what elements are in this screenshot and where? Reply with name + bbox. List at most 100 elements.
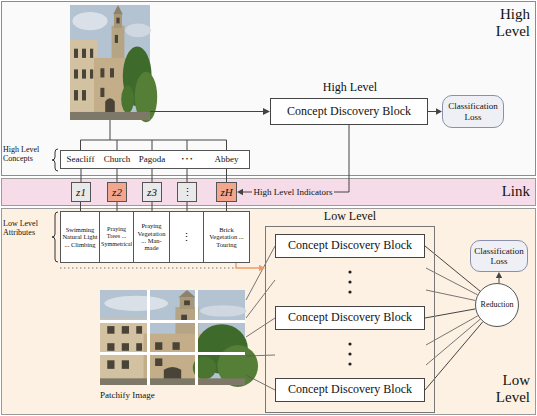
loss-box: Classification Loss bbox=[442, 95, 504, 128]
heading-label: High Level bbox=[478, 6, 530, 40]
attribute-column: Swimming Natural Light ... Climbing bbox=[61, 212, 100, 262]
node-text: zH bbox=[220, 186, 232, 199]
drawing-part bbox=[348, 270, 351, 273]
text-stack: Concept Discovery Block bbox=[285, 105, 413, 119]
attribute-column: ⋮ bbox=[170, 212, 204, 262]
drawing-part bbox=[348, 342, 351, 345]
drawing-part bbox=[100, 352, 245, 355]
drawing-part bbox=[348, 280, 351, 283]
text-stack: Abbey bbox=[213, 154, 241, 164]
drawing-part bbox=[100, 320, 245, 323]
node-text: z3 bbox=[147, 186, 157, 199]
text-stack: z3 bbox=[145, 186, 159, 199]
drawing-part bbox=[117, 140, 118, 150]
node-text: Brick Vegetation ... Touring bbox=[205, 226, 248, 248]
drawing-part bbox=[147, 290, 150, 385]
concept-item: • • • bbox=[170, 151, 204, 168]
text-stack: Concept Discovery Block bbox=[286, 311, 414, 325]
node-text: Concept Discovery Block bbox=[288, 239, 412, 253]
process-box: Concept Discovery Block bbox=[275, 378, 425, 402]
block-container: Low LevelConcept Discovery BlockConcept … bbox=[265, 226, 435, 413]
drawing-part bbox=[348, 290, 351, 293]
text-stack: zH bbox=[218, 186, 234, 199]
drawing-part bbox=[348, 352, 351, 355]
node-text: Concept Discovery Block bbox=[287, 105, 411, 119]
process-box: Concept Discovery Block bbox=[275, 234, 425, 258]
node-text: Concept Discovery Block bbox=[288, 311, 412, 325]
text-stack: Swimming Natural Light ... Climbing bbox=[61, 226, 99, 248]
drawing-part bbox=[195, 290, 198, 385]
heading-label: Low Level Attributes bbox=[3, 220, 51, 238]
text-stack: Reduction bbox=[479, 300, 516, 309]
text-stack: Praying Vegetation ... Man-made bbox=[134, 222, 169, 252]
band: Low LevelLow Level AttributesSwimming Na… bbox=[1, 208, 536, 415]
node-text: Abbey bbox=[215, 154, 239, 164]
connector bbox=[428, 111, 437, 112]
node-text: ⋮ bbox=[182, 186, 193, 199]
drawing-part bbox=[150, 111, 264, 112]
indicator-box: z1 bbox=[71, 182, 91, 202]
node-text: Swimming Natural Light ... Climbing bbox=[62, 226, 98, 248]
drawing-part bbox=[81, 140, 227, 141]
text-stack: Classification Loss bbox=[471, 246, 527, 267]
heading-label: High Level Concepts bbox=[3, 146, 51, 164]
indicator-box: z3 bbox=[142, 182, 162, 202]
process-box: Concept Discovery BlockHigh Level bbox=[270, 98, 428, 125]
node-text: Concept Discovery Block bbox=[288, 383, 412, 397]
drawing-part bbox=[80, 140, 81, 150]
node-text: Church bbox=[104, 154, 131, 164]
text-stack: Classification Loss bbox=[443, 101, 503, 122]
text-stack: z1 bbox=[74, 186, 88, 199]
indicator-box: zH bbox=[216, 182, 237, 202]
concept-item: Seacliff bbox=[61, 151, 100, 168]
concept-row: High Level ConceptsSeacliffChurchPagoda•… bbox=[60, 150, 250, 169]
input-image bbox=[70, 5, 157, 122]
node-text: Seacliff bbox=[67, 154, 95, 164]
concept-item: Pagoda bbox=[134, 151, 170, 168]
text-stack: Concept Discovery Block bbox=[286, 383, 414, 397]
indicator-box: ⋮ bbox=[177, 182, 197, 202]
node-text: Reduction bbox=[481, 300, 514, 309]
connector bbox=[152, 168, 153, 182]
edge-label: High Level Indicators bbox=[252, 187, 335, 197]
node-text: Classification Loss bbox=[473, 246, 525, 267]
connector bbox=[187, 168, 188, 182]
text-stack: Pagoda bbox=[137, 154, 168, 164]
image-arrow bbox=[150, 111, 264, 112]
attribute-row: Low Level AttributesSwimming Natural Lig… bbox=[60, 211, 250, 263]
text-stack: Church bbox=[102, 154, 133, 164]
concept-item: Church bbox=[100, 151, 134, 168]
text-stack: ⋮ bbox=[180, 186, 195, 199]
drawing-part bbox=[226, 140, 227, 150]
attribute-column: Brick Vegetation ... Touring bbox=[204, 212, 249, 262]
heading-label: Link bbox=[470, 183, 530, 200]
heading-label: High Level bbox=[290, 81, 410, 94]
node-text: Praying Vegetation ... Man-made bbox=[135, 222, 168, 252]
reduction-circle: Reduction bbox=[475, 283, 519, 327]
node-text: z2 bbox=[112, 186, 122, 199]
drawing-part bbox=[152, 140, 153, 150]
node-text: Pagoda bbox=[139, 154, 166, 164]
text-stack: • • • bbox=[180, 155, 195, 163]
node-text: Praying Trees ... Symmetrical bbox=[101, 226, 132, 247]
drawing-part bbox=[100, 290, 258, 387]
node-text: Classification Loss bbox=[445, 101, 501, 122]
drawing-part bbox=[70, 5, 157, 122]
heading-label: Low Level bbox=[478, 372, 530, 406]
text-stack: Concept Discovery Block bbox=[286, 239, 414, 253]
drawing-part bbox=[187, 140, 188, 150]
process-box: Concept Discovery Block bbox=[275, 306, 425, 330]
heading-label: Low Level bbox=[285, 210, 415, 223]
text-stack: Seacliff bbox=[65, 154, 97, 164]
text-stack: Brick Vegetation ... Touring bbox=[204, 226, 249, 248]
node-text: ⋮ bbox=[181, 231, 192, 244]
connector bbox=[81, 168, 82, 182]
concept-item: Abbey bbox=[204, 151, 249, 168]
text-stack: z2 bbox=[110, 186, 124, 199]
connector bbox=[226, 168, 227, 182]
text-stack: Praying Trees ... Symmetrical bbox=[100, 226, 133, 247]
drawing-part bbox=[110, 120, 111, 140]
node-text: z1 bbox=[76, 186, 86, 199]
node-text: • • • bbox=[182, 155, 193, 163]
